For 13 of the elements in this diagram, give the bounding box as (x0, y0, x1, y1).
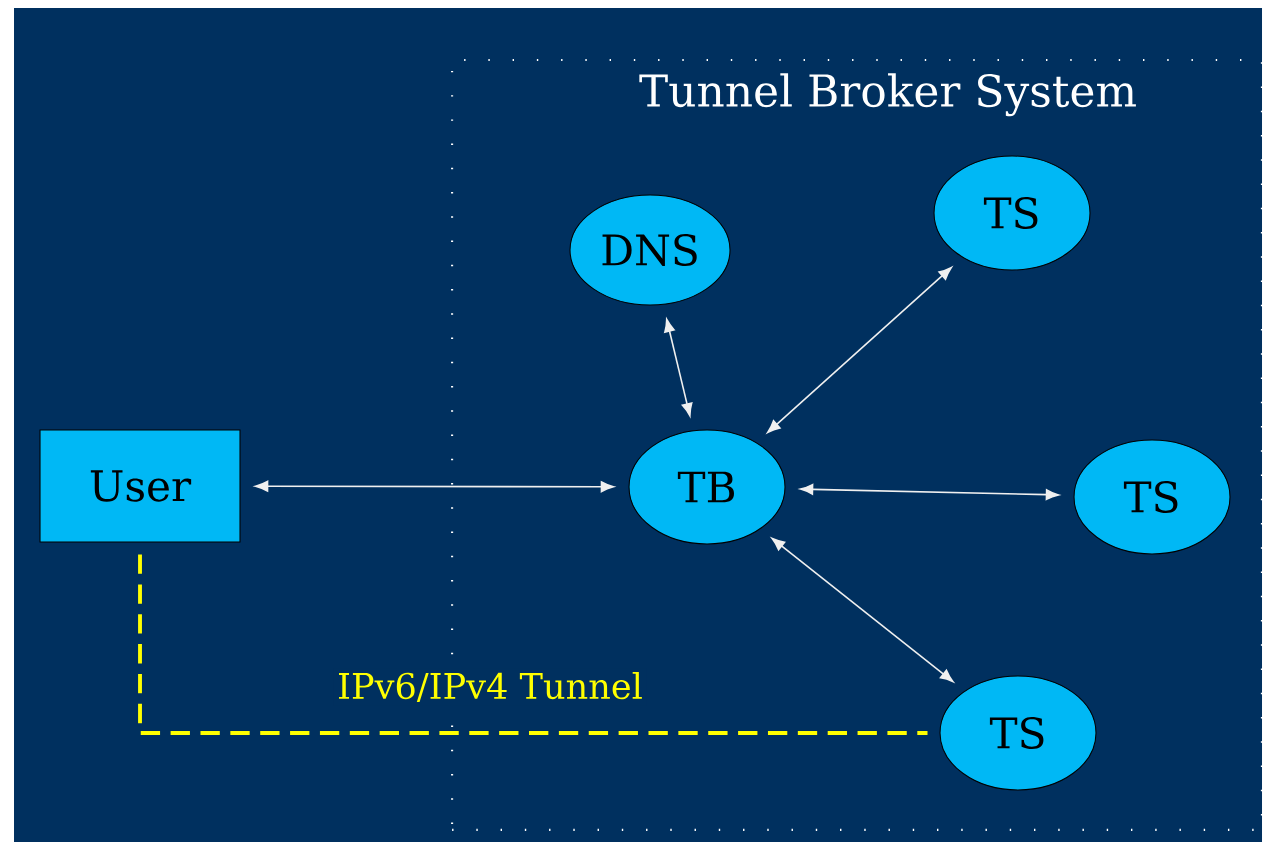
ellipse-node: TS (939, 675, 1097, 791)
double-arrow (799, 483, 1060, 501)
double-arrow (254, 480, 615, 493)
double-arrow (771, 537, 954, 683)
ellipse-node: TB (628, 429, 786, 545)
double-arrow (767, 266, 952, 434)
ellipse-node: DNS (569, 194, 731, 306)
edge-label: IPv6/IPv4 Tunnel (333, 668, 647, 706)
dashed-tunnel-line (138, 554, 928, 735)
ellipse-node: TS (1073, 439, 1231, 555)
ellipse-node: TS (933, 155, 1091, 271)
process-box: User (39, 429, 241, 543)
double-arrow (664, 318, 693, 417)
